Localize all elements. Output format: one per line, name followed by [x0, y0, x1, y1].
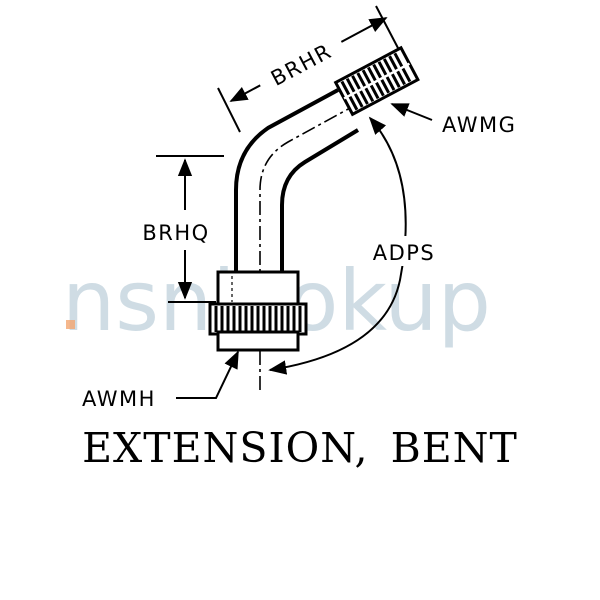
label-awmg: AWMG — [442, 113, 516, 137]
lower-fitting — [208, 270, 308, 352]
label-brhr: BRHR — [267, 39, 336, 91]
upper-knurled-end — [333, 45, 420, 117]
awmg-leader — [390, 103, 433, 121]
adps-arc — [268, 116, 407, 375]
label-adps: ADPS — [373, 241, 436, 265]
label-brhq: BRHQ — [142, 221, 209, 245]
awmh-leader — [176, 350, 239, 399]
diagram-caption: EXTENSION, BENT — [82, 424, 518, 472]
bent-tube — [234, 88, 360, 272]
knurl-lines — [214, 306, 302, 332]
label-awmh: AWMH — [82, 387, 156, 411]
brhq-dimension — [156, 155, 224, 303]
watermark-dot — [66, 320, 75, 329]
adps-label-bg — [362, 236, 448, 266]
